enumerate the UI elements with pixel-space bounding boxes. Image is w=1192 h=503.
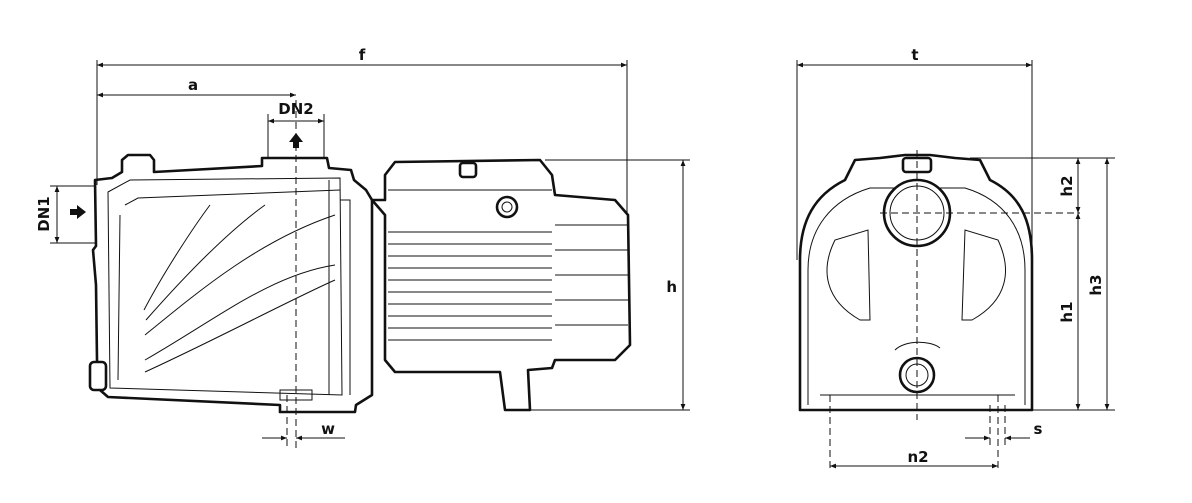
drain-plug (88, 360, 108, 392)
dim-label-t: t (911, 46, 918, 64)
dim-label-dn2: DN2 (278, 100, 313, 118)
pump-housing (91, 153, 374, 414)
dim-label-h: h (666, 278, 677, 296)
dim-label-h3: h3 (1087, 274, 1105, 295)
front-view: t h2 h1 h3 n2 s (796, 46, 1115, 470)
dim-label-s: s (1034, 420, 1043, 438)
motor-fins (388, 189, 628, 341)
inlet-arrow-icon (70, 205, 86, 219)
dim-label-h2: h2 (1058, 175, 1076, 196)
motor (370, 158, 632, 412)
cable-gland (495, 195, 519, 219)
dim-label-dn1: DN1 (35, 196, 53, 231)
dim-label-f: f (359, 46, 366, 64)
dim-label-n2: n2 (907, 448, 928, 466)
side-view: f a DN2 DN1 h w (35, 46, 690, 450)
dim-label-a: a (188, 76, 198, 94)
outlet-arrow-icon (289, 133, 303, 148)
dim-label-h1: h1 (1058, 301, 1076, 322)
dim-label-w: w (321, 420, 335, 438)
pump-front-outline (798, 153, 1034, 412)
